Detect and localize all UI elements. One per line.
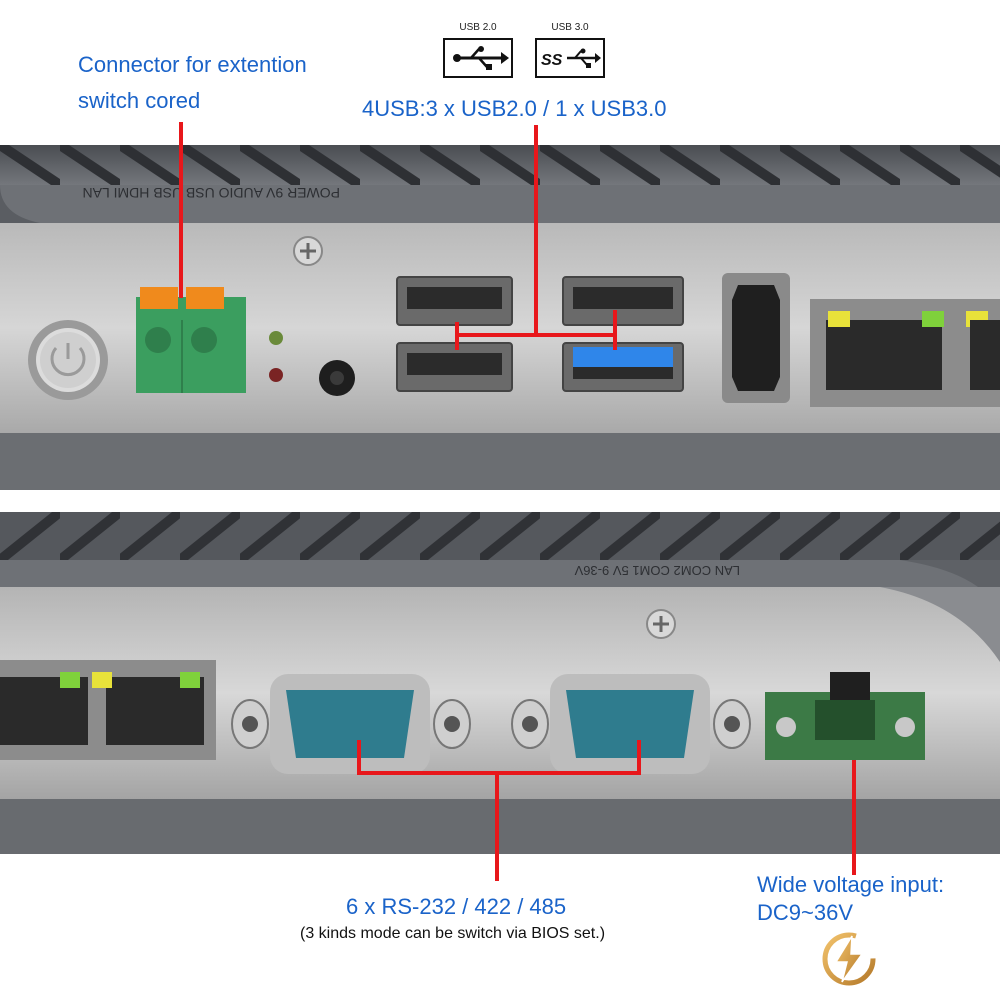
usb30-tag: USB 3.0: [551, 22, 589, 33]
svg-text:POWER 9V AUDIO USB USB: POWER 9V AUDIO USB USB HDMI LAN: [83, 185, 341, 201]
serial-note-label: (3 kinds mode can be switch via BIOS set…: [300, 925, 606, 942]
usb-callout-bar: [455, 333, 615, 337]
serial-callout-bar: [357, 771, 641, 775]
svg-text:LAN COM2: LAN COM2 COM1 5V 9-36V: [574, 563, 740, 578]
connector-label-line2: switch cored: [78, 88, 201, 113]
usb-callout-tick-right: [613, 310, 617, 350]
bottom-io-panel-photo: LAN COM2 COM1 5V 9-36V: [0, 512, 1000, 854]
power-label-line2: DC9~36V: [757, 900, 854, 925]
serial-callout-stem: [495, 771, 499, 881]
connector-callout-line: [179, 122, 183, 298]
superspeed-usb-icon: SS: [535, 38, 605, 78]
power-label-line1: Wide voltage input:: [757, 872, 945, 897]
usb20-tag: USB 2.0: [459, 22, 497, 33]
usb-callout-tick-left: [455, 322, 459, 350]
serial-callout-tick-left: [357, 740, 361, 775]
usb-icon: [443, 38, 513, 78]
serial-summary-label: 6 x RS-232 / 422 / 485: [346, 894, 567, 919]
usb-summary-label: 4USB:3 x USB2.0 / 1 x USB3.0: [362, 96, 667, 121]
power-callout-line: [852, 760, 856, 875]
serial-callout-tick-right: [637, 740, 641, 775]
svg-text:SS: SS: [541, 52, 563, 69]
lightning-power-icon: [818, 928, 880, 990]
usb-callout-stem: [534, 125, 538, 335]
connector-label-line1: Connector for extention: [78, 52, 307, 77]
top-io-panel-photo: POWER 9V AUDIO USB USB HDMI LAN: [0, 145, 1000, 490]
